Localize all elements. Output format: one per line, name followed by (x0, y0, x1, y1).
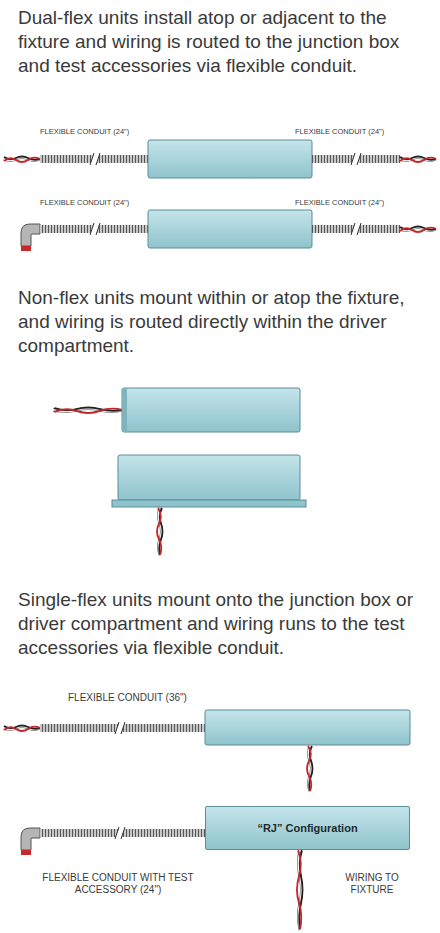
conduit-label: FLEXIBLE CONDUIT (24") (295, 198, 420, 207)
dual-flex-unit (4, 140, 436, 178)
conduit-label: FLEXIBLE CONDUIT (36") (68, 692, 268, 704)
intro-paragraph: Dual-flex units install atop or adjacent… (18, 6, 433, 78)
single-flex-unit (4, 710, 410, 791)
dual-flex-unit (21, 210, 436, 251)
non-flex-unit (54, 388, 300, 432)
conduit-label: FLEXIBLE CONDUIT (24") (40, 198, 160, 207)
wiring-label: WIRING TO FIXTURE (326, 872, 418, 896)
unit-box: “RJ” Configuration (205, 806, 410, 850)
conduit-label: FLEXIBLE CONDUIT (24") (40, 127, 160, 136)
intro-paragraph: Single-flex units mount onto the junctio… (18, 588, 433, 660)
conduit-label: FLEXIBLE CONDUIT (24") (295, 127, 420, 136)
accessory-label: FLEXIBLE CONDUIT WITH TEST ACCESSORY (24… (38, 872, 198, 896)
non-flex-unit (112, 455, 306, 555)
unit-label: “RJ” Configuration (257, 822, 357, 834)
intro-paragraph: Non-flex units mount within or atop the … (18, 286, 433, 358)
